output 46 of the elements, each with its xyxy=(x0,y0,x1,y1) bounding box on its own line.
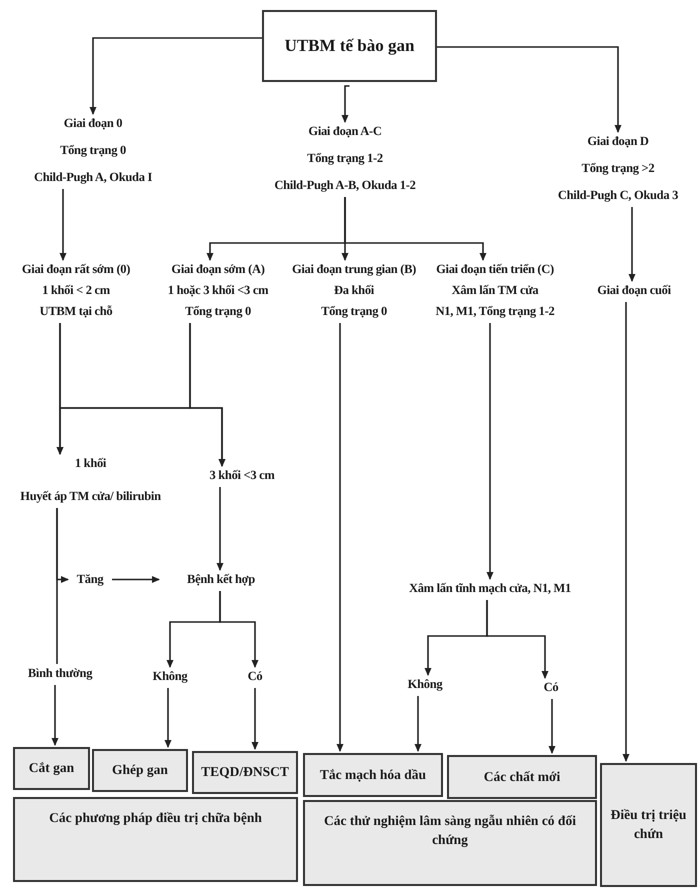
arrow xyxy=(219,591,258,668)
arrow xyxy=(628,207,636,282)
stage-label: Giai đoạn trung gian (B) Đa khối Tổng trạng 0 xyxy=(288,262,420,319)
treatment-box: Cắt gan xyxy=(13,747,90,790)
stage-label: Giai đoạn 0 Tổng trạng 0 Child-Pugh A, Okuda I xyxy=(8,116,178,185)
arrow xyxy=(486,600,548,679)
arrow xyxy=(52,685,58,746)
arrow xyxy=(90,37,262,115)
stage-label: Giai đoạn cuối xyxy=(574,283,694,298)
treatment-box: Các phương pháp điều trị chữa bệnh xyxy=(13,797,298,882)
arrow xyxy=(548,699,556,754)
arrow xyxy=(216,487,224,571)
treatment-box: Ghép gan xyxy=(92,749,188,792)
stage-label: Giai đoạn tiến triển (C) Xâm lấn TM cửa N1, M1, Tổng trạng 1-2 xyxy=(422,262,568,319)
treatment-box: Các chất mới xyxy=(447,755,597,799)
arrow xyxy=(486,323,494,580)
arrow xyxy=(252,688,258,750)
treatment-box: TEQD/ĐNSCT xyxy=(192,751,298,794)
arrow xyxy=(414,696,422,752)
treatment-box: Các thử nghiệm lâm sàng ngẫu nhiên có đối chứng xyxy=(303,800,597,886)
stage-label: 1 khối Huyết áp TM cửa/ bilirubin xyxy=(3,456,178,504)
stage-label: Giai đoạn D Tổng trạng >2 Child-Pugh C, Okuda 3 xyxy=(538,134,698,203)
arrow xyxy=(189,323,226,467)
title-box: UTBM tế bào gan xyxy=(262,10,437,82)
stage-label: Có xyxy=(528,680,574,695)
stage-label: 3 khối <3 cm xyxy=(180,468,304,483)
arrow xyxy=(344,197,486,261)
stage-label: Giai đoạn rất sớm (0) 1 khối < 2 cm UTBM tại chỗ xyxy=(2,262,150,319)
treatment-box: Điều trị triệu chứn xyxy=(600,763,697,887)
stage-label: Không xyxy=(140,669,200,684)
arrow xyxy=(112,576,160,583)
arrow xyxy=(342,85,350,123)
stage-label: Xâm lấn tĩnh mạch cửa, N1, M1 xyxy=(372,581,608,596)
arrow xyxy=(622,302,630,762)
stage-label: Không xyxy=(392,677,458,692)
arrow xyxy=(336,323,344,752)
stage-label: Giai đoạn A-C Tổng trạng 1-2 Child-Pugh A-B, Okuda 1-2 xyxy=(250,124,440,193)
stage-label: Bệnh kết hợp xyxy=(162,572,280,587)
stage-label: Bình thường xyxy=(10,666,110,681)
stage-label: Tăng xyxy=(70,572,110,587)
arrow xyxy=(60,189,66,261)
arrow xyxy=(437,46,622,133)
arrow xyxy=(164,688,172,748)
treatment-box: Tắc mạch hóa dầu xyxy=(303,753,443,797)
stage-label: Giai đoạn sớm (A) 1 hoặc 3 khối <3 cm Tổng trạng 0 xyxy=(150,262,286,319)
stage-label: Có xyxy=(232,669,278,684)
